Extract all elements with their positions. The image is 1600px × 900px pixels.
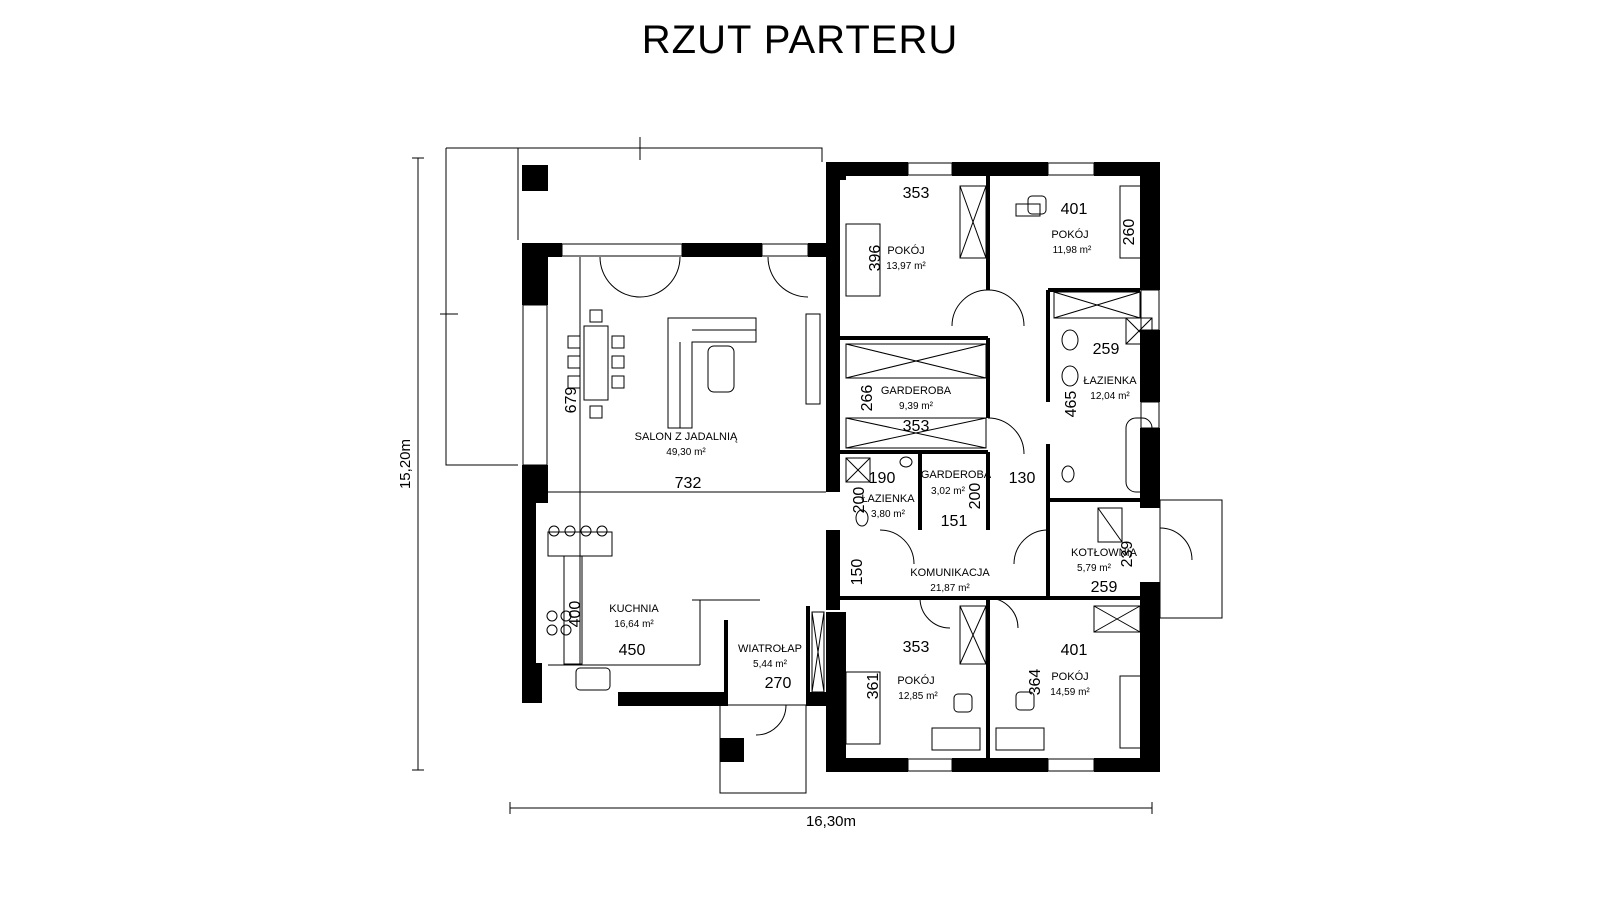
dim-salon-h: 679	[563, 387, 580, 414]
room-area-pokoj2: 11,98 m²	[1053, 245, 1092, 256]
room-name-garderoba1: GARDEROBA	[881, 385, 952, 397]
room-name-garderoba2: GARDEROBA	[921, 469, 992, 481]
room-area-pokoj3: 12,85 m²	[898, 691, 938, 702]
room-name-lazienka1: ŁAZIENKA	[1083, 375, 1137, 387]
dim-garderoba2-w: 151	[941, 513, 968, 530]
room-name-komunikacja: KOMUNIKACJA	[910, 567, 990, 579]
room-area-lazienka1: 12,04 m²	[1090, 391, 1130, 402]
dimension-lines	[412, 157, 1153, 814]
dim-pokoj4-h: 364	[1027, 669, 1044, 696]
dim-komunikacja-w: 130	[1009, 470, 1036, 487]
partition-lines	[548, 257, 826, 794]
room-name-pokoj3: POKÓJ	[897, 674, 934, 687]
dim-kuchnia-h: 400	[567, 601, 584, 628]
dim-pokoj2-h: 260	[1121, 219, 1138, 246]
dim-lazienka2-h: 200	[851, 487, 868, 514]
dim-pokoj2-w: 401	[1061, 201, 1088, 218]
dim-lazienka1-h: 465	[1063, 391, 1080, 418]
room-area-pokoj4: 14,59 m²	[1050, 687, 1090, 698]
room-name-wiatrolap: WIATROŁAP	[738, 643, 802, 655]
dim-garderoba1-h: 266	[859, 385, 876, 412]
room-area-pokoj1: 13,97 m²	[886, 261, 926, 272]
dim-salon-w: 732	[675, 475, 702, 492]
side-porch	[1159, 499, 1223, 619]
overall-width: 16,30m	[806, 813, 856, 830]
room-area-kotlownia: 5,79 m²	[1077, 563, 1112, 574]
dim-lazienka2-w: 190	[869, 470, 896, 487]
exterior-walls	[522, 162, 1160, 772]
furniture	[546, 185, 1155, 751]
entrance-column	[720, 738, 744, 762]
dim-pokoj3-w: 353	[903, 639, 930, 656]
interior-walls	[724, 176, 1140, 758]
room-name-kuchnia: KUCHNIA	[609, 603, 659, 615]
dim-pokoj1-h: 396	[867, 245, 884, 272]
room-name-pokoj1: POKÓJ	[887, 244, 924, 257]
room-name-pokoj2: POKÓJ	[1051, 228, 1088, 241]
terrace-outline	[440, 137, 823, 466]
dim-lazienka1-w: 259	[1093, 341, 1120, 358]
windows	[522, 162, 1160, 772]
dim-wiatrolap-w: 270	[765, 675, 792, 692]
room-area-wiatrolap: 5,44 m²	[753, 659, 788, 670]
door-swings	[599, 256, 1193, 736]
page-title: RZUT PARTERU	[641, 18, 959, 62]
dim-kuchnia-w: 450	[619, 642, 646, 659]
room-area-garderoba1: 9,39 m²	[899, 401, 934, 412]
room-area-garderoba2: 3,02 m²	[931, 486, 966, 497]
room-area-kuchnia: 16,64 m²	[614, 619, 654, 630]
dim-garderoba2-h: 200	[967, 483, 984, 510]
room-name-pokoj4: POKÓJ	[1051, 670, 1088, 683]
dim-kotlownia-w: 259	[1091, 579, 1118, 596]
overall-height: 15,20m	[397, 439, 414, 489]
room-labels: SALON Z JADALNIĄ 49,30 m² KUCHNIA 16,64 …	[609, 228, 1137, 702]
terrace-column	[522, 165, 548, 191]
room-name-kotlownia: KOTŁOWNIA	[1071, 547, 1138, 559]
room-area-komunikacja: 21,87 m²	[930, 583, 970, 594]
room-name-lazienka2: ŁAZIENKA	[861, 493, 915, 505]
dim-pokoj1-w: 353	[903, 185, 930, 202]
dim-pokoj3-h: 361	[865, 673, 882, 700]
dim-garderoba1-w: 353	[903, 418, 930, 435]
room-name-salon: SALON Z JADALNIĄ	[635, 431, 738, 443]
dim-komunikacja-h: 150	[849, 559, 866, 586]
dim-pokoj4-w: 401	[1061, 642, 1088, 659]
dim-kotlownia-h: 239	[1119, 541, 1136, 568]
room-area-salon: 49,30 m²	[666, 447, 706, 458]
room-area-lazienka2: 3,80 m²	[871, 509, 906, 520]
room-dimensions: 732 679 450 400 270 353 396 401 260 353 …	[563, 185, 1138, 699]
